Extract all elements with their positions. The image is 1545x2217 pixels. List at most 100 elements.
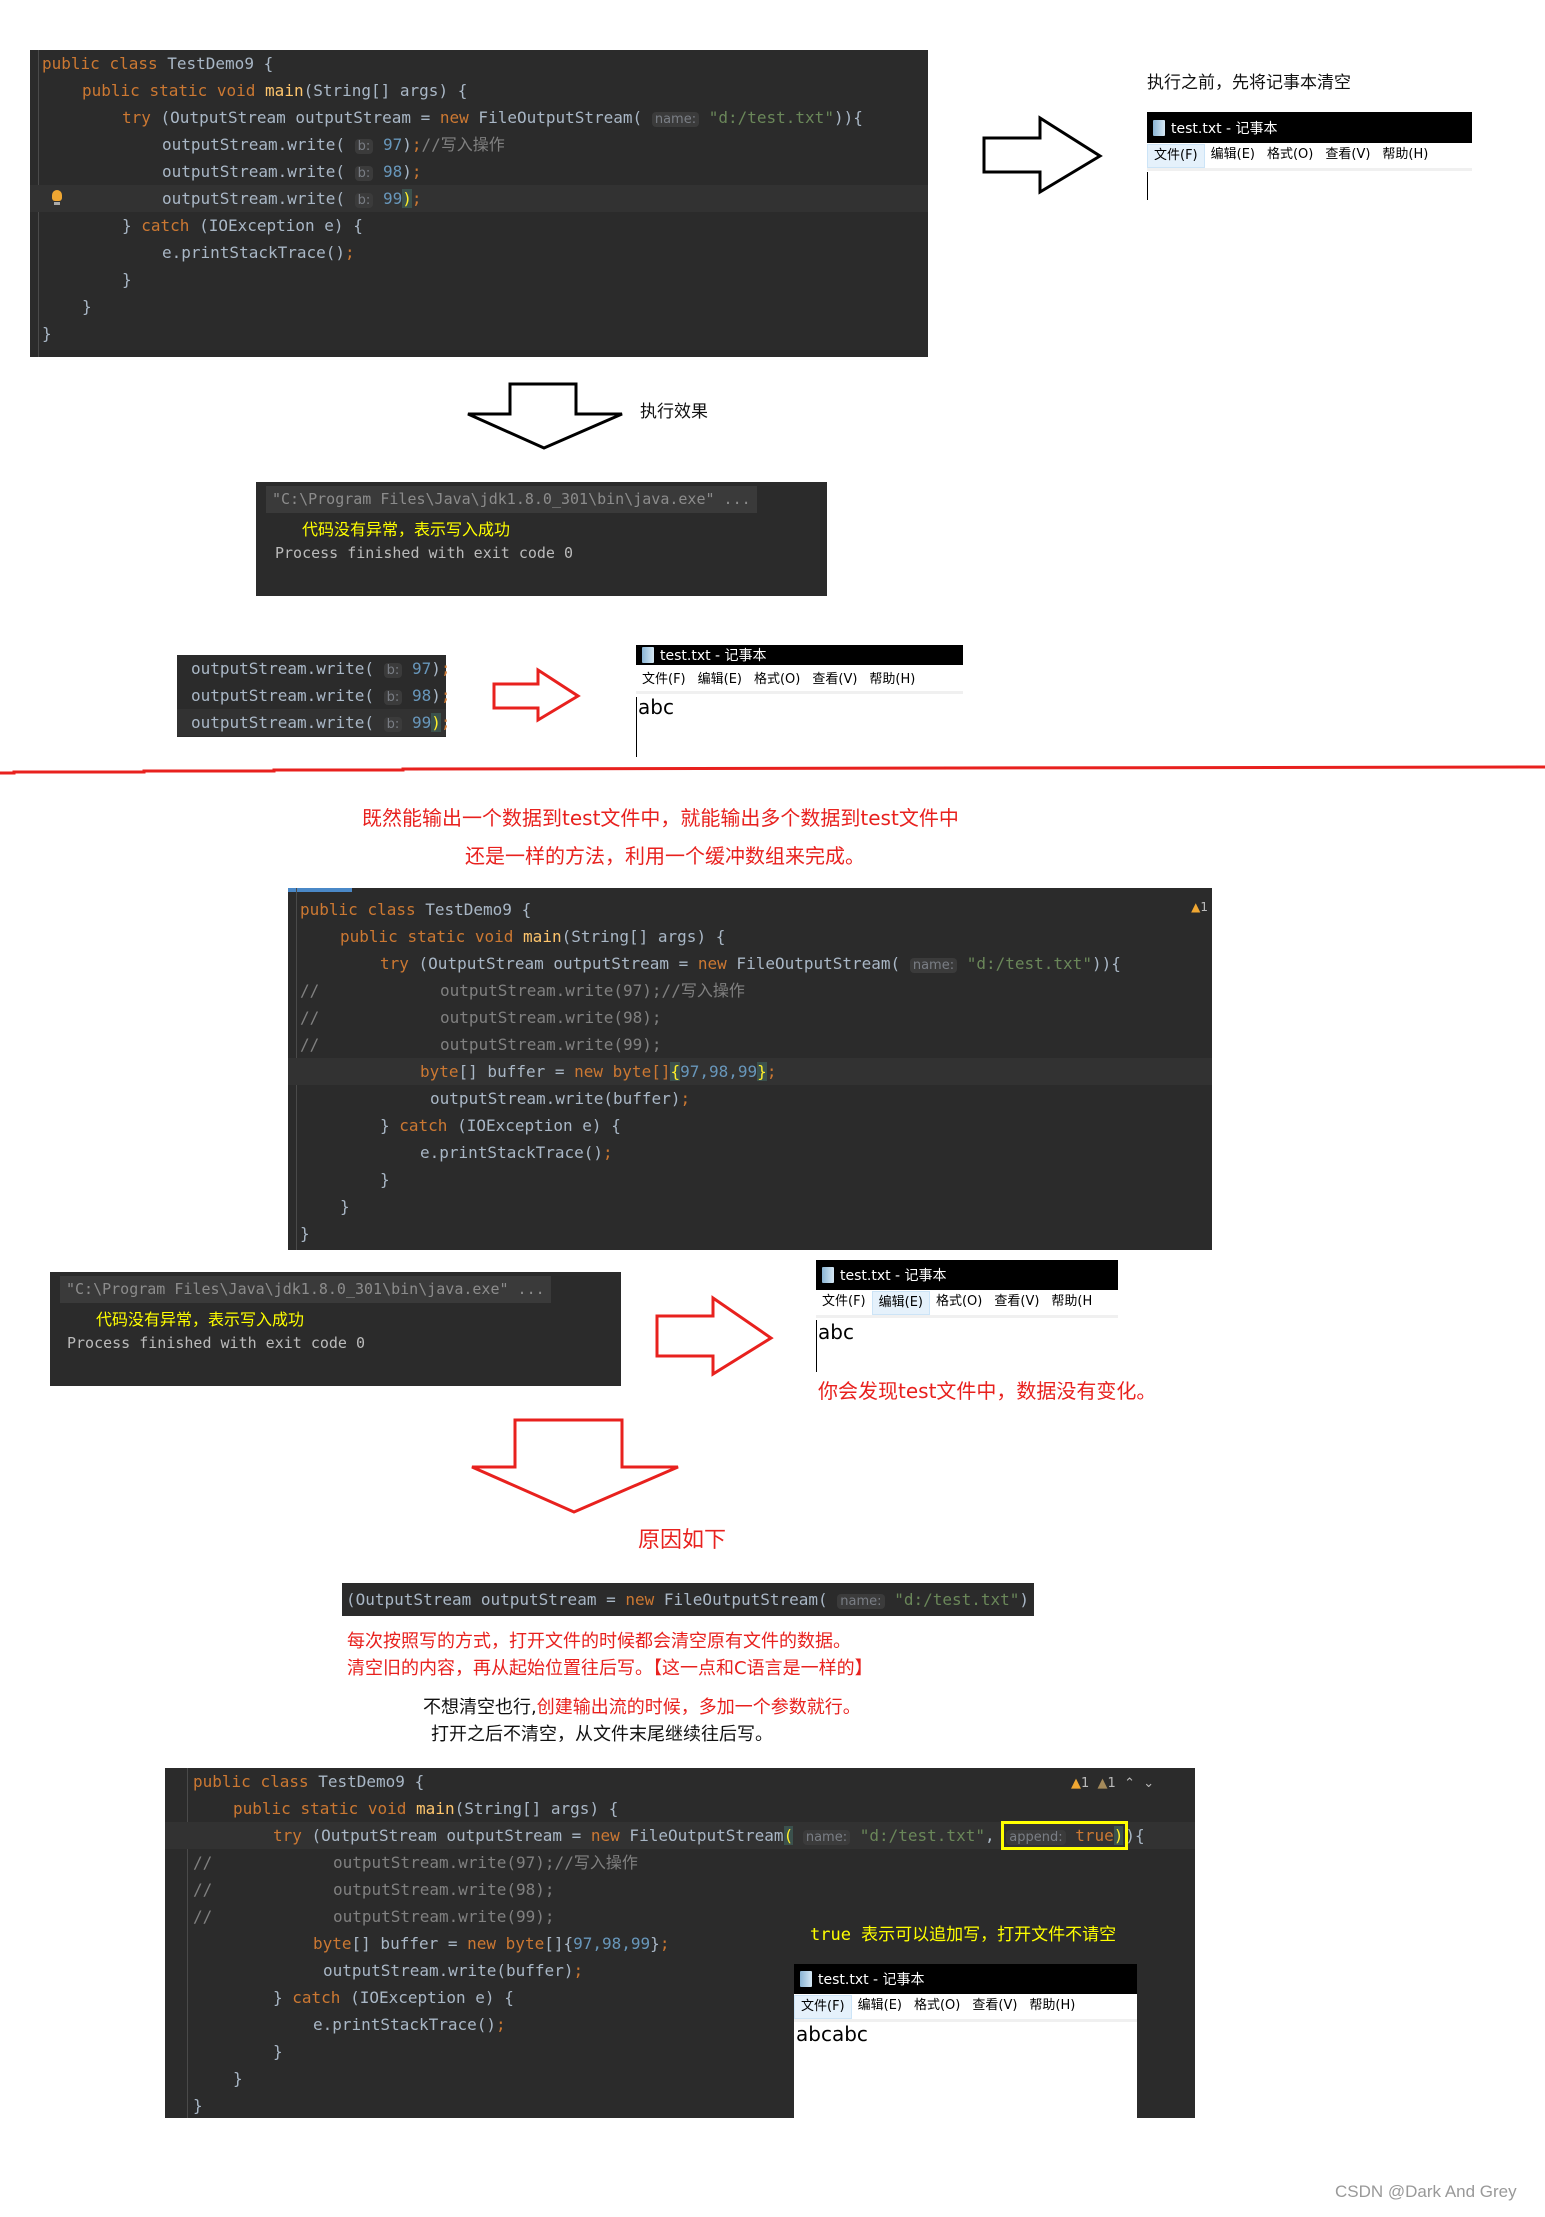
code-line-current: try (OutputStream outputStream = new Fil…: [165, 1821, 1195, 1850]
code-line-commented: outputStream.write(99);: [440, 1035, 662, 1054]
down-arrow-icon: [471, 1418, 679, 1514]
code-editor-2: ▲1 public class TestDemo9 { public stati…: [288, 888, 1212, 1250]
notepad-content: abcabc: [796, 2022, 868, 2046]
code-line: } catch (IOException e) {: [122, 216, 363, 235]
code-line: }: [122, 270, 132, 289]
code-line-commented: //: [193, 1853, 213, 1872]
notepad-icon: [822, 1267, 834, 1283]
code-line-commented: outputStream.write(98);: [333, 1880, 555, 1899]
menu-edit[interactable]: 编辑(E): [857, 1998, 902, 2013]
code-line-commented: outputStream.write(99);: [333, 1907, 555, 1926]
menu-help[interactable]: 帮助(H: [1051, 1294, 1093, 1309]
notepad-content: abc: [818, 1320, 854, 1344]
intro-line-1: 既然能输出一个数据到test文件中，就能输出多个数据到test文件中: [362, 806, 959, 830]
menu-help[interactable]: 帮助(H): [1029, 1998, 1076, 2013]
notepad-titlebar: test.txt - 记事本: [636, 645, 963, 665]
explain-line-2: 清空旧的内容，再从起始位置往后写。【这一点和C语言是一样的】: [347, 1658, 873, 1679]
warning-badge[interactable]: ▲1: [1191, 900, 1208, 914]
code-line-commented: outputStream.write(97);//写入操作: [440, 981, 745, 1000]
code-line: public class TestDemo9 {: [42, 54, 274, 73]
notepad-icon: [642, 647, 654, 663]
menu-format[interactable]: 格式(O): [1266, 147, 1314, 162]
tip-line-1: 不想清空也行,创建输出流的时候，多加一个参数就行。: [423, 1697, 861, 1718]
menu-format[interactable]: 格式(O): [913, 1998, 961, 2013]
lightbulb-icon[interactable]: [52, 190, 62, 206]
code-line: try (OutputStream outputStream = new Fil…: [380, 954, 1121, 973]
menu-view[interactable]: 查看(V): [812, 672, 858, 687]
code-line: }: [82, 297, 92, 316]
notepad-titlebar: test.txt - 记事本: [794, 1964, 1137, 1994]
notepad-titlebar: test.txt - 记事本: [816, 1260, 1118, 1290]
code-line: }: [193, 2096, 203, 2115]
code-line: outputStream.write( b: 97);: [191, 659, 451, 678]
code-line: public class TestDemo9 {: [300, 900, 532, 919]
menu-format[interactable]: 格式(O): [753, 672, 801, 687]
text-caret: [636, 697, 637, 757]
code-line: public static void main(String[] args) {: [340, 927, 726, 946]
code-editor-1: public class TestDemo9 { public static v…: [30, 50, 928, 357]
code-line: }: [233, 2069, 243, 2088]
code-line: }: [380, 1170, 390, 1189]
menu-edit[interactable]: 编辑(E): [697, 672, 742, 687]
code-snippet-constructor: (OutputStream outputStream = new FileOut…: [342, 1583, 1034, 1616]
menu-file[interactable]: 文件(F): [642, 672, 686, 687]
console-output-1: "C:\Program Files\Java\jdk1.8.0_301\bin\…: [256, 482, 827, 596]
notepad-menu: 文件(F) 编辑(E) 格式(O) 查看(V) 帮助(H): [794, 1995, 1137, 2022]
code-line-commented: //: [193, 1907, 213, 1926]
console-note: 代码没有异常，表示写入成功: [302, 520, 511, 539]
code-line: outputStream.write(buffer);: [430, 1089, 691, 1108]
tab-indicator: [288, 888, 352, 892]
menu-view[interactable]: 查看(V): [972, 1998, 1018, 2013]
notepad-window-appended: test.txt - 记事本 文件(F) 编辑(E) 格式(O) 查看(V) 帮…: [794, 1964, 1137, 2118]
menu-file[interactable]: 文件(F): [822, 1294, 866, 1309]
notepad-menu: 文件(F) 编辑(E) 格式(O) 查看(V) 帮助(H: [816, 1291, 1118, 1318]
right-arrow-icon: [982, 115, 1103, 195]
notepad-window-unchanged: test.txt - 记事本 文件(F) 编辑(E) 格式(O) 查看(V) 帮…: [816, 1260, 1118, 1372]
menu-help[interactable]: 帮助(H): [1382, 147, 1429, 162]
divider-line: [0, 765, 1545, 775]
menu-format[interactable]: 格式(O): [935, 1294, 983, 1309]
param-hint: name:: [651, 112, 700, 127]
console-output-2: "C:\Program Files\Java\jdk1.8.0_301\bin\…: [50, 1272, 621, 1386]
notepad-icon: [800, 1971, 812, 1987]
menu-edit[interactable]: 编辑(E): [871, 1291, 930, 1315]
code-line-commented: //: [300, 1008, 320, 1027]
code-line-commented: outputStream.write(98);: [440, 1008, 662, 1027]
notepad-menu: 文件(F) 编辑(E) 格式(O) 查看(V) 帮助(H): [1147, 144, 1472, 171]
code-line-commented: //: [193, 1880, 213, 1899]
menu-file[interactable]: 文件(F): [1147, 144, 1205, 168]
console-exit: Process finished with exit code 0: [275, 544, 574, 562]
notepad-window-result: test.txt - 记事本 文件(F) 编辑(E) 格式(O) 查看(V) 帮…: [636, 645, 963, 757]
warning-badges[interactable]: ▲1 ▲1 ⌃ ⌄: [1071, 1776, 1155, 1791]
code-line-commented: //: [300, 981, 320, 1000]
code-line: try (OutputStream outputStream = new Fil…: [122, 108, 863, 127]
menu-view[interactable]: 查看(V): [994, 1294, 1040, 1309]
notepad-content: abc: [638, 695, 674, 719]
code-line: } catch (IOException e) {: [273, 1988, 514, 2007]
menu-edit[interactable]: 编辑(E): [1210, 147, 1255, 162]
tip-line-2: 打开之后不清空，从文件末尾继续往后写。: [431, 1724, 773, 1745]
code-line: outputStream.write( b: 97);//写入操作: [162, 135, 505, 154]
code-line: }: [42, 324, 52, 343]
reason-label: 原因如下: [638, 1528, 727, 1553]
console-note: 代码没有异常，表示写入成功: [96, 1310, 305, 1329]
no-change-note: 你会发现test文件中，数据没有变化。: [818, 1379, 1157, 1403]
code-line: byte[] buffer = new byte[]{97,98,99};: [313, 1934, 670, 1953]
notepad-titlebar: test.txt - 记事本: [1147, 112, 1472, 143]
code-line: } catch (IOException e) {: [380, 1116, 621, 1135]
notepad-menu: 文件(F) 编辑(E) 格式(O) 查看(V) 帮助(H): [636, 669, 963, 694]
console-command: "C:\Program Files\Java\jdk1.8.0_301\bin\…: [60, 1276, 551, 1303]
text-caret: [1147, 172, 1148, 200]
down-arrow-icon: [467, 382, 623, 450]
console-exit: Process finished with exit code 0: [67, 1334, 366, 1352]
code-editor-3: ▲1 ▲1 ⌃ ⌄ public class TestDemo9 { publi…: [165, 1768, 1195, 2118]
code-line-current: outputStream.write( b: 99);: [30, 185, 928, 212]
effect-label: 执行效果: [640, 402, 708, 422]
code-line: }: [273, 2042, 283, 2061]
code-line: }: [300, 1224, 310, 1243]
code-line: e.printStackTrace();: [313, 2015, 506, 2034]
intro-line-2: 还是一样的方法，利用一个缓冲数组来完成。: [465, 844, 865, 868]
menu-file[interactable]: 文件(F): [794, 1995, 852, 2019]
menu-help[interactable]: 帮助(H): [869, 672, 916, 687]
menu-view[interactable]: 查看(V): [1325, 147, 1371, 162]
